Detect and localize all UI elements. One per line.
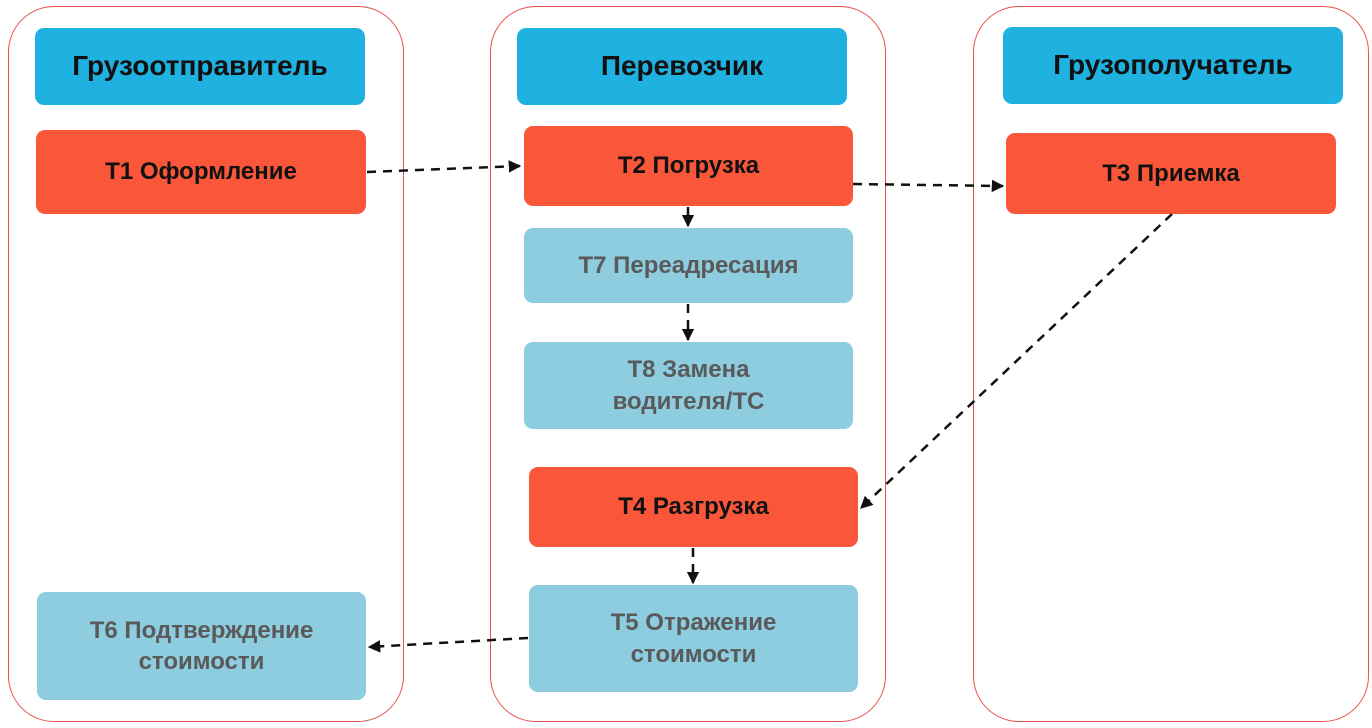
step-t6: Т6 Подтверждение стоимости [37, 592, 366, 700]
step-t7: Т7 Переадресация [524, 228, 853, 303]
step-t2: Т2 Погрузка [524, 126, 853, 206]
lane-header-carrier: Перевозчик [517, 28, 847, 105]
lane-header-consignee: Грузополучатель [1003, 27, 1343, 104]
step-t3: Т3 Приемка [1006, 133, 1336, 214]
arrow-t2-to-t3 [852, 179, 1005, 193]
step-t5: Т5 Отражение стоимости [529, 585, 858, 692]
arrow-t3-to-t4 [860, 213, 1173, 509]
step-t4: Т4 Разгрузка [529, 467, 858, 547]
arrow-t1-to-t2 [366, 160, 522, 174]
step-t8: Т8 Замена водителя/ТС [524, 342, 853, 429]
arrow-t5-to-t6 [367, 636, 529, 653]
lane-consignee [973, 6, 1369, 722]
lane-header-shipper: Грузоотправитель [35, 28, 365, 105]
step-t1: Т1 Оформление [36, 130, 366, 214]
